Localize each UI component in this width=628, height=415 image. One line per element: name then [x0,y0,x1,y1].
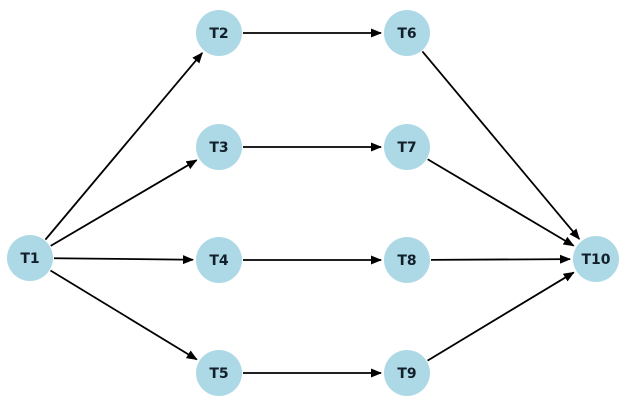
node-T1: T1 [7,235,53,281]
node-T3: T3 [196,124,242,170]
edge-T7-T10 [427,158,575,247]
node-circle-T4 [196,237,242,283]
node-circle-T1 [7,235,53,281]
edge-T9-T10 [427,271,575,362]
node-T2: T2 [196,10,242,56]
node-circle-T8 [384,237,430,283]
node-T8: T8 [384,237,430,283]
edge-T1-T3 [50,159,198,247]
node-T9: T9 [384,350,430,396]
edge-layer [44,28,581,378]
node-circle-T5 [196,350,242,396]
node-circle-T10 [573,236,619,282]
node-circle-T9 [384,350,430,396]
edge-T6-T10 [421,50,581,240]
node-circle-T2 [196,10,242,56]
edge-T1-T4 [53,255,195,265]
node-circle-T6 [384,10,430,56]
node-circle-T3 [196,124,242,170]
node-T5: T5 [196,350,242,396]
node-circle-T7 [384,124,430,170]
edge-T1-T5 [50,269,198,361]
node-T4: T4 [196,237,242,283]
edge-T8-T10 [430,254,572,264]
node-T6: T6 [384,10,430,56]
node-T10: T10 [573,236,619,282]
edge-T1-T2 [44,52,203,241]
node-T7: T7 [384,124,430,170]
